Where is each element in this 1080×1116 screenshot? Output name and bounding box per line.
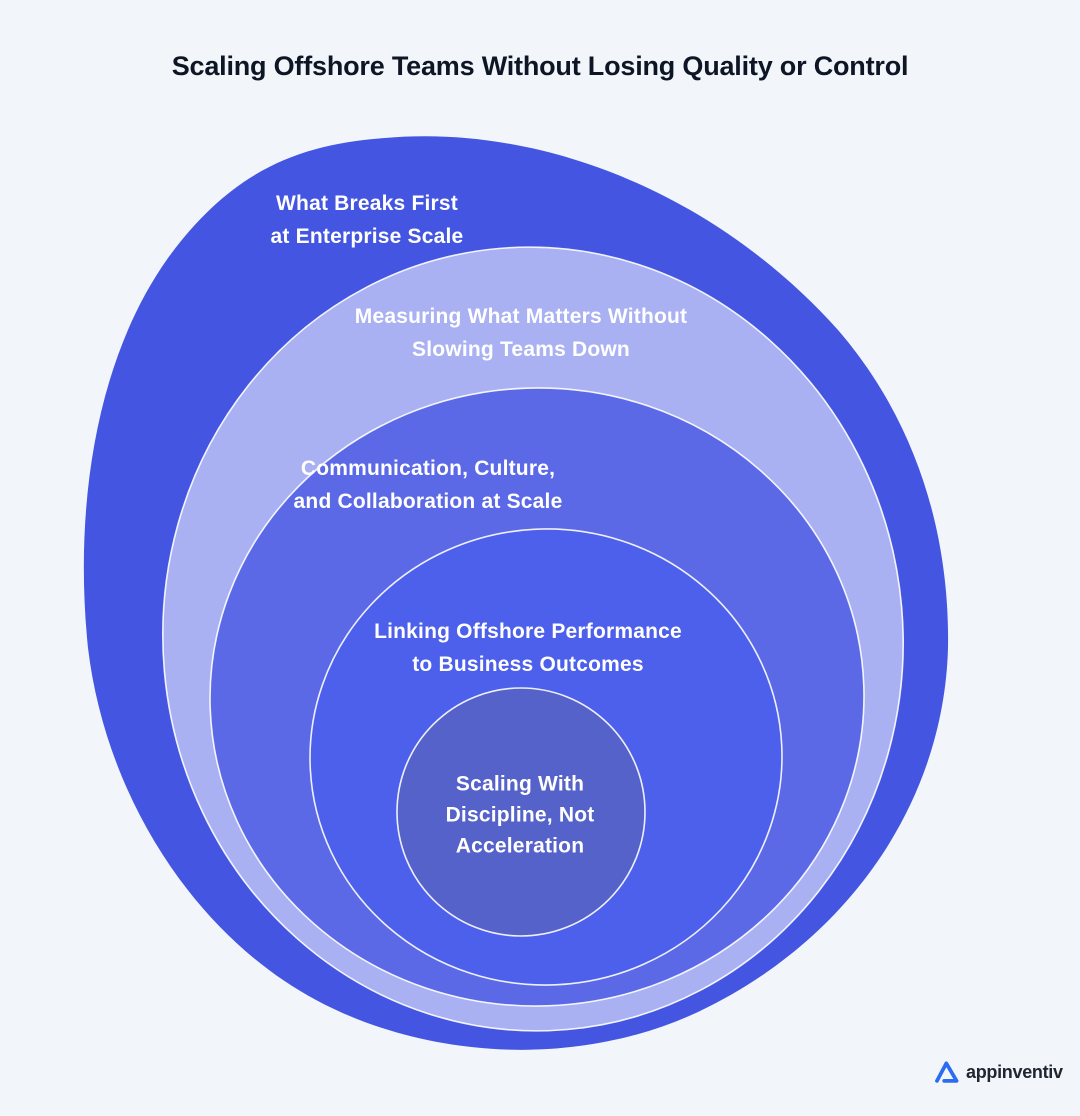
ring-5-label-line-1: Scaling With [455, 772, 585, 796]
ring-1-label-line-2: at Enterprise Scale [270, 225, 464, 248]
ring-3-label-line-2: and Collaboration at Scale [293, 490, 563, 513]
appinventiv-logo-text: appinventiv [966, 1061, 1063, 1082]
ring-2-label-line-2: Slowing Teams Down [412, 338, 630, 361]
ring-4-label: Linking Offshore Performance to Business… [374, 615, 682, 681]
ring-5-label-line-2: Discipline, Not [445, 803, 595, 827]
ring-2-label-line-1: Measuring What Matters Without [354, 305, 688, 328]
ring-5-label: Scaling With Discipline, Not Acceleratio… [446, 769, 595, 862]
ring-3-label-line-1: Communication, Culture, [300, 457, 556, 480]
appinventiv-logo-icon [935, 1061, 959, 1083]
ring-5-label-line-3: Acceleration [455, 834, 585, 858]
ring-3-label: Communication, Culture, and Collaboratio… [294, 452, 563, 518]
ring-4-label-line-1: Linking Offshore Performance [374, 620, 682, 643]
ring-5-circle [396, 687, 646, 937]
ring-2-label: Measuring What Matters Without Slowing T… [355, 300, 687, 366]
ring-1-label-line-1: What Breaks First [276, 192, 458, 215]
page-title: Scaling Offshore Teams Without Losing Qu… [171, 51, 909, 81]
ring-1-label: What Breaks First at Enterprise Scale [271, 187, 464, 253]
appinventiv-logo: appinventiv [933, 1058, 1063, 1086]
ring-4-label-line-2: to Business Outcomes [412, 653, 644, 676]
